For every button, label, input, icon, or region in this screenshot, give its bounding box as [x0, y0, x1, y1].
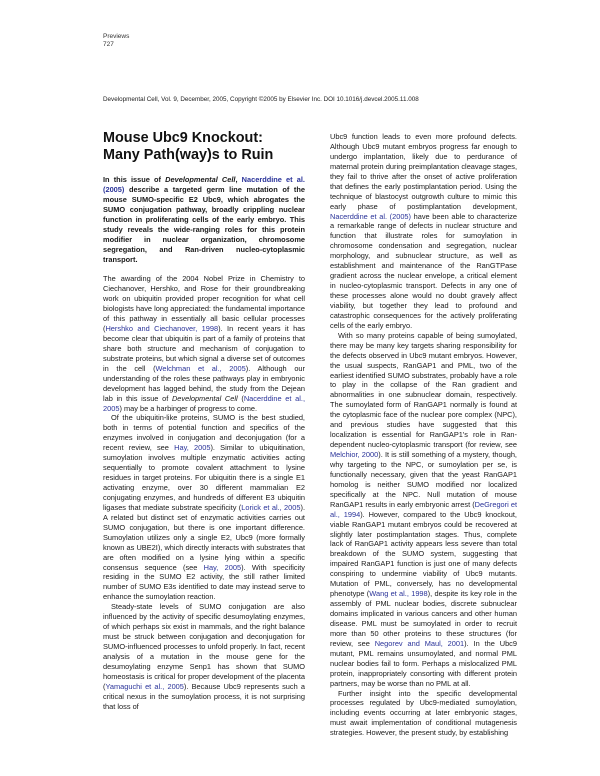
- paragraph-1: The awarding of the 2004 Nobel Prize in …: [103, 274, 306, 413]
- abstract: In this issue of Developmental Cell, Nac…: [103, 175, 305, 264]
- title-line-1: Mouse Ubc9 Knockout:: [103, 130, 263, 146]
- paragraph-3-continued: Ubc9 function leads to even more profoun…: [330, 132, 517, 330]
- reference-link[interactable]: Wang et al., 1998: [369, 589, 428, 599]
- reference-link[interactable]: Yamaguchi et al., 2005: [105, 681, 184, 691]
- reference-link[interactable]: Hershko and Ciechanover, 1998: [105, 324, 219, 334]
- reference-link[interactable]: Nacerddine et al. (2005): [330, 211, 412, 221]
- paragraph-3: Steady-state levels of SUMO conjugation …: [103, 602, 305, 711]
- page-number: 727: [103, 40, 114, 48]
- left-column: In this issue of Developmental Cell, Nac…: [103, 175, 305, 712]
- reference-link[interactable]: Hay, 2005: [174, 443, 211, 453]
- reference-link[interactable]: Welchman et al., 2005: [155, 363, 246, 373]
- paragraph-4: With so many proteins capable of being s…: [330, 330, 517, 688]
- reference-link[interactable]: Nacerddine et al. (2005): [103, 175, 305, 194]
- reference-link[interactable]: Lorick et al., 2005: [241, 502, 301, 512]
- title-line-2: Many Path(way)s to Ruin: [103, 147, 274, 163]
- paragraph-5: Further insight into the specific develo…: [330, 688, 517, 738]
- journal-name: Developmental Cell: [165, 175, 236, 184]
- reference-link[interactable]: Nacerddine et al., 2005: [103, 393, 305, 413]
- reference-link[interactable]: Hay, 2005: [203, 562, 242, 572]
- reference-link[interactable]: Negorev and Maul, 2001: [374, 638, 465, 648]
- article-title: Mouse Ubc9 Knockout: Many Path(way)s to …: [103, 130, 323, 164]
- section-label: Previews: [103, 33, 130, 40]
- running-head: Previews 727: [103, 33, 129, 48]
- paragraph-2: Of the ubiquitin-like proteins, SUMO is …: [103, 413, 305, 602]
- right-column: Ubc9 function leads to even more profoun…: [330, 132, 517, 738]
- reference-link[interactable]: DeGregori et al., 1994: [330, 499, 517, 519]
- citation-line: Developmental Cell, Vol. 9, December, 20…: [103, 96, 419, 103]
- reference-link[interactable]: Melchior, 2000: [330, 450, 379, 459]
- journal-name: Developmental Cell: [171, 393, 238, 403]
